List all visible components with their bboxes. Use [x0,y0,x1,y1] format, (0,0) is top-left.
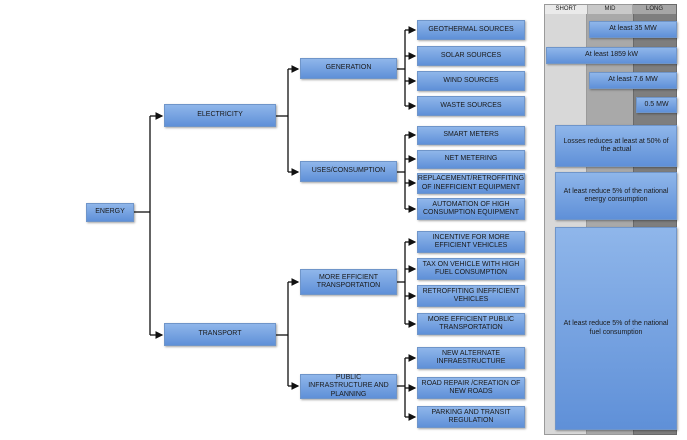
target-wind: At least 7.6 MW [589,72,677,89]
node-transport: TRANSPORT [164,323,276,346]
target-losses: Losses reduces at least at 50% of the ac… [555,125,677,167]
leaf-road-repair: ROAD REPAIR /CREATION OF NEW ROADS [417,377,525,399]
leaf-geothermal-sources: GEOTHERMAL SOURCES [417,20,525,40]
leaf-smart-meters: SMART METERS [417,126,525,145]
target-energy-consumption: At least reduce 5% of the national energ… [555,172,677,220]
timeline-header-long: LONG [633,5,676,14]
leaf-incentive-efficient-vehicles: INCENTIVE FOR MORE EFFICIENT VEHICLES [417,231,525,253]
node-more-efficient-transportation: MORE EFFICIENT TRANSPORTATION [300,269,397,295]
leaf-automation-high-consumption: AUTOMATION OF HIGH CONSUMPTION EQUIPMENT [417,198,525,220]
leaf-waste-sources: WASTE SOURCES [417,96,525,116]
leaf-efficient-public-transportation: MORE EFFICIENT PUBLIC TRANSPORTATION [417,313,525,335]
leaf-net-metering: NET METERING [417,150,525,169]
target-geothermal: At least 35 MW [589,21,677,38]
node-energy: ENERGY [86,203,134,222]
target-solar: At least 1859 kW [546,47,677,64]
leaf-replacement-retrofitting: REPLACEMENT/RETROFFITING OF INEFFICIENT … [417,173,525,194]
leaf-wind-sources: WIND SOURCES [417,71,525,91]
leaf-new-alternate-infrastructure: NEW ALTERNATE INFRAESTRUCTURE [417,347,525,369]
target-waste: 0.5 MW [636,97,677,113]
node-public-infrastructure: PUBLIC INFRASTRUCTURE AND PLANNING [300,374,397,399]
node-uses-consumption: USES/CONSUMPTION [300,161,397,182]
target-fuel-consumption: At least reduce 5% of the national fuel … [555,227,677,430]
timeline-header-short: SHORT [545,5,587,14]
timeline-header-mid: MID [588,5,632,14]
node-electricity: ELECTRICITY [164,104,276,127]
leaf-retrofitting-vehicles: RETROFFITING INEFFICIENT VEHICLES [417,285,525,307]
leaf-parking-transit-regulation: PARKING AND TRANSIT REGULATION [417,406,525,428]
node-generation: GENERATION [300,58,397,79]
leaf-solar-sources: SOLAR SOURCES [417,46,525,66]
leaf-tax-high-fuel-consumption: TAX ON VEHICLE WITH HIGH FUEL CONSUMPTIO… [417,258,525,280]
